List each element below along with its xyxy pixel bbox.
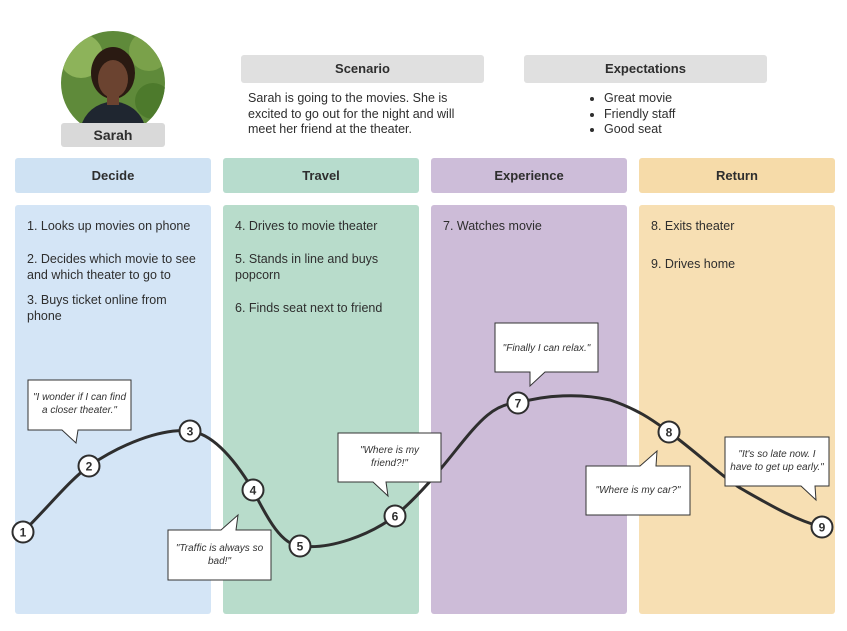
quote-bubble-4: "Finally I can relax." [494,322,599,388]
svg-text:3: 3 [187,425,194,439]
scenario-title: Scenario [241,55,484,83]
svg-text:2: 2 [86,460,93,474]
quote-bubble-3: "Where is my friend?!" [337,432,442,498]
quote-2-line-1: "Traffic is always so [176,543,264,554]
phase-column-return: 8. Exits theater 9. Drives home [639,205,835,614]
journey-point-3: 3 [178,419,202,443]
svg-text:4: 4 [250,484,257,498]
phase-header-decide: Decide [15,158,211,193]
journey-point-8: 8 [657,420,681,444]
journey-point-1: 1 [11,520,35,544]
quote-1-line-2: a closer theater." [42,405,117,416]
phase-header-return: Return [639,158,835,193]
svg-text:6: 6 [392,510,399,524]
quote-bubble-1: "I wonder if I can find a closer theater… [27,379,132,445]
quote-3-line-2: friend?!" [371,458,408,469]
quote-bubble-6: "It's so late now. I have to get up earl… [724,436,830,502]
quote-2-line-2: bad!" [208,556,231,567]
step-5-text: 5. Stands in line and buys popcorn [235,252,379,282]
quote-bubble-2: "Traffic is always so bad!" [167,513,272,581]
svg-text:5: 5 [297,540,304,554]
quote-bubble-5: "Where is my car?" [585,449,691,516]
expectation-item: Great movie [604,91,675,107]
step-4-text: 4. Drives to movie theater [235,219,378,233]
expectation-item: Friendly staff [604,107,675,123]
scenario-text: Sarah is going to the movies. She is exc… [248,91,455,136]
step-7-text: 7. Watches movie [443,219,542,233]
phase-header-experience: Experience [431,158,627,193]
svg-text:7: 7 [515,397,522,411]
journey-point-7: 7 [506,391,530,415]
journey-point-4: 4 [241,478,265,502]
svg-text:1: 1 [20,526,27,540]
journey-point-2: 2 [77,454,101,478]
quote-3-line-1: "Where is my [360,445,420,456]
step-8-text: 8. Exits theater [651,219,735,233]
step-2-text: 2. Decides which movie to see and which … [27,252,196,282]
svg-text:8: 8 [666,426,673,440]
quote-1-line-1: "I wonder if I can find [33,392,126,403]
quote-5-line-1: "Where is my car?" [596,485,681,496]
step-3-text: 3. Buys ticket online from phone [27,293,167,323]
step-6-text: 6. Finds seat next to friend [235,301,383,315]
step-1-text: 1. Looks up movies on phone [27,219,191,233]
phase-header-travel: Travel [223,158,419,193]
expectation-item: Good seat [604,122,675,138]
svg-text:9: 9 [819,521,826,535]
quote-4-line-1: "Finally I can relax." [503,343,591,354]
step-9-text: 9. Drives home [651,257,736,271]
quote-6-line-2: have to get up early." [730,462,824,473]
persona-name: Sarah [61,123,165,147]
journey-point-6: 6 [383,504,407,528]
journey-point-5: 5 [288,534,312,558]
journey-point-9: 9 [810,515,834,539]
expectations-list: Great movie Friendly staff Good seat [590,91,675,138]
phase-column-experience: 7. Watches movie [431,205,627,614]
expectations-title: Expectations [524,55,767,83]
quote-6-line-1: "It's so late now. I [738,449,815,460]
